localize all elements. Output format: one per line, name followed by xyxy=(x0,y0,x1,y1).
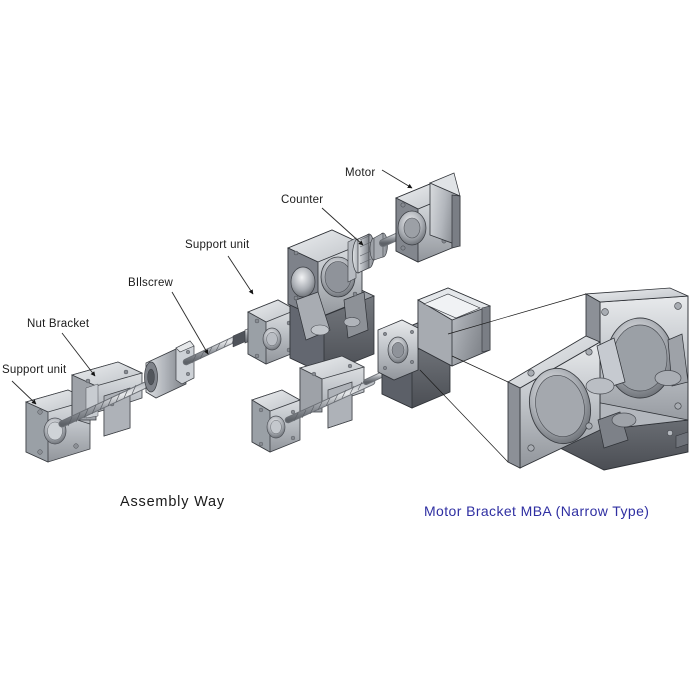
caption-group: Assembly Way Motor Bracket MBA (Narrow T… xyxy=(120,494,649,519)
part-ballscrew-exploded xyxy=(58,322,263,428)
detail-callout-lines xyxy=(419,293,587,463)
part-stepper-motor-assembled xyxy=(417,287,492,367)
label-support-unit-mid: Support unit xyxy=(185,239,250,251)
label-nut-bracket: Nut Bracket xyxy=(27,318,90,330)
label-ballscrew: BIlscrew xyxy=(128,277,174,289)
caption-assembly-way: Assembly Way xyxy=(120,494,225,510)
part-motor-bracket-exploded xyxy=(287,229,376,375)
leader-lines xyxy=(11,169,413,405)
part-nut-bracket-exploded xyxy=(70,361,144,437)
callout-label-group: Support unit Nut Bracket BIlscrew Suppor… xyxy=(2,167,375,376)
label-motor: Motor xyxy=(345,167,375,179)
detail-motor-bracket-enlarged xyxy=(507,287,689,471)
label-counter: Counter xyxy=(281,194,323,206)
part-support-unit-assembled xyxy=(251,389,301,453)
caption-motor-bracket-mba: Motor Bracket MBA (Narrow Type) xyxy=(424,503,649,519)
label-support-unit-left: Support unit xyxy=(2,364,67,376)
part-ballscrew-assembled xyxy=(284,367,395,424)
part-stepper-motor-exploded xyxy=(379,172,461,263)
